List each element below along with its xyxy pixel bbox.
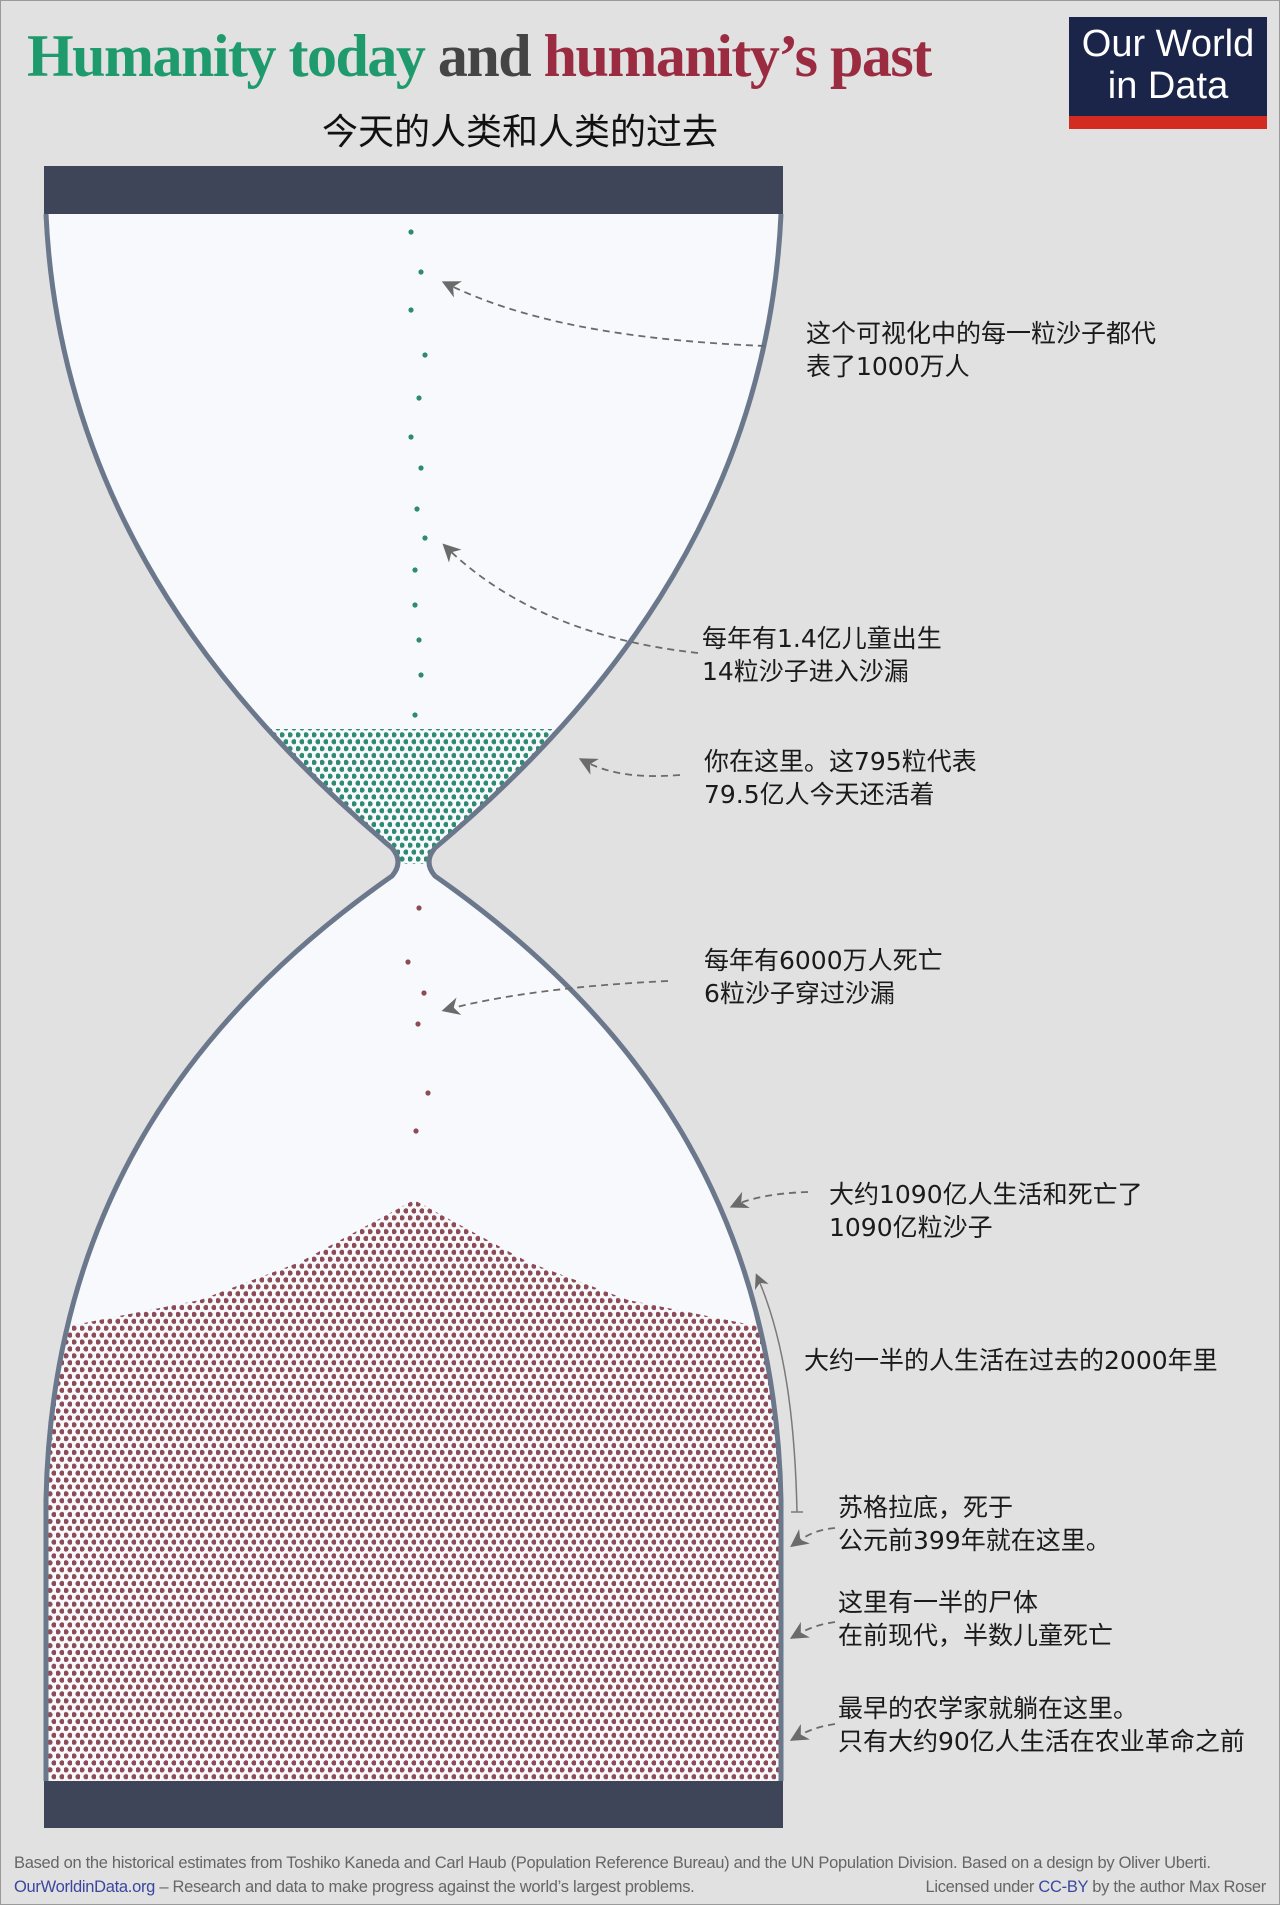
living-sand [46, 729, 781, 864]
falling-birth-grain [418, 672, 424, 678]
title-and: and [437, 23, 532, 89]
arrow-half [789, 1621, 836, 1639]
footer-mission: – Research and data to make progress aga… [155, 1878, 695, 1896]
arrow-farmers [789, 1723, 836, 1741]
top-cap [44, 166, 783, 214]
arrow-total [729, 1191, 809, 1209]
arrow-deaths [441, 980, 669, 1015]
falling-death-grain [415, 1021, 421, 1027]
falling-death-grain [405, 959, 411, 965]
owid-logo[interactable]: Our World in Data [1069, 17, 1267, 129]
arrow-2000-years [754, 1273, 798, 1513]
falling-birth-grain [422, 352, 428, 358]
page-title: Humanity today and humanity’s past [27, 22, 933, 91]
dead-sand [46, 1200, 781, 1781]
subtitle: 今天的人类和人类的过去 [322, 112, 719, 153]
falling-birth-grain [412, 602, 418, 608]
annotation-grain: 这个可视化中的每一粒沙子都代表了1000万人 [806, 319, 1157, 381]
falling-birth-grain [416, 395, 422, 401]
logo-line2: in Data [1107, 65, 1229, 107]
falling-birth-grain [408, 434, 414, 440]
arrow-living [578, 758, 681, 777]
title-past: humanity’s past [543, 23, 933, 89]
falling-birth-grain [412, 567, 418, 573]
falling-death-grain [421, 990, 427, 996]
falling-birth-grain [408, 307, 414, 313]
license-suffix: by the author Max Roser [1087, 1878, 1266, 1896]
glass-outline [43, 213, 784, 1781]
falling-grains [405, 229, 431, 1134]
falling-birth-grain [416, 637, 422, 643]
arrow-grain [441, 281, 766, 347]
falling-birth-grain [412, 712, 418, 718]
falling-death-grain [425, 1090, 431, 1096]
logo-line1: Our World [1081, 23, 1255, 65]
cc-by-link[interactable]: CC-BY [1038, 1878, 1088, 1896]
annotation-socrates: 苏格拉底，死于公元前399年就在这里。 [838, 1493, 1111, 1555]
footer-line2: OurWorldinData.org – Research and data t… [14, 1878, 695, 1897]
bottom-cap [44, 1781, 783, 1828]
license-prefix: Licensed under [925, 1878, 1039, 1896]
falling-birth-grain [422, 535, 428, 541]
falling-birth-grain [418, 465, 424, 471]
falling-death-grain [413, 1128, 419, 1134]
title-today: Humanity today [27, 23, 426, 89]
footer-source: Based on the historical estimates from T… [14, 1854, 1211, 1872]
logo-bar [1069, 116, 1267, 129]
annotation-2000-years: 大约一半的人生活在过去的2000年里 [804, 1346, 1218, 1375]
falling-birth-grain [418, 269, 424, 275]
falling-death-grain [416, 905, 422, 911]
falling-birth-grain [414, 506, 420, 512]
footer-license: Licensed under CC-BY by the author Max R… [925, 1878, 1266, 1897]
falling-birth-grain [408, 229, 414, 235]
annotation-farmers: 最早的农学家就躺在这里。只有大约90亿人生活在农业革命之前 [838, 1694, 1245, 1756]
annotation-half-dead: 这里有一半的尸体在前现代，半数儿童死亡 [838, 1588, 1114, 1650]
owid-link[interactable]: OurWorldinData.org [14, 1878, 156, 1896]
arrow-socrates [790, 1527, 836, 1548]
